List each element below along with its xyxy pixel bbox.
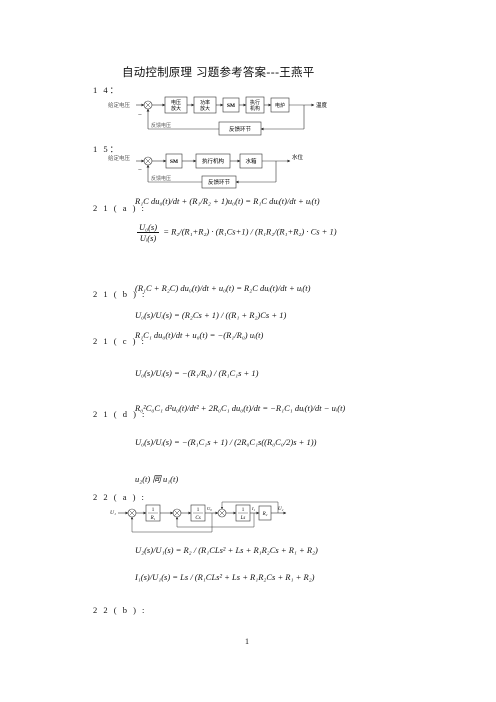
question-label-21c: 2 1 ( c ) :: [93, 336, 146, 346]
svg-text:1: 1: [197, 508, 200, 513]
svg-text:电炉: 电炉: [275, 102, 285, 109]
svg-text:电压: 电压: [171, 99, 181, 106]
svg-text:执行机构: 执行机构: [202, 157, 225, 165]
svg-text:Ls: Ls: [240, 516, 246, 521]
svg-text:Cs: Cs: [195, 516, 200, 521]
svg-text:SM: SM: [227, 103, 236, 109]
svg-text:放大: 放大: [200, 105, 210, 112]
svg-text:放大: 放大: [171, 105, 181, 112]
equation-21b-2: U₀(s)/Uᵢ(s) = (R₂Cs + 1) / ((R₁ + R₂)Cs …: [135, 310, 287, 320]
equation-21a-2: U₀(s)Uᵢ(s) = R₂/(R₁+R₂) · (R₁Cs+1) / (R₁…: [137, 222, 337, 243]
equation-21c-1: R₁C₁ du₀(t)/dt + u₀(t) = −(R₁/R₀) uᵢ(t): [135, 330, 264, 340]
svg-text:U₁: U₁: [110, 510, 116, 516]
svg-text:执行: 执行: [250, 99, 260, 106]
svg-text:U₀: U₀: [207, 506, 212, 511]
svg-text:反馈环节: 反馈环节: [229, 125, 252, 133]
svg-text:反馈环节: 反馈环节: [208, 178, 231, 186]
svg-text:功率: 功率: [200, 99, 210, 106]
feedback-label: 反馈电压: [151, 122, 171, 129]
equation-21a-1: R₁C du₀(t)/dt + (R₁/R₂ + 1)u₀(t) = R₁C d…: [135, 196, 320, 206]
question-label-21d: 2 1 ( d ) :: [93, 409, 147, 419]
minus-sign: −: [138, 111, 142, 119]
svg-text:1: 1: [242, 508, 245, 513]
svg-text:U₂: U₂: [278, 507, 284, 512]
svg-text:1: 1: [152, 508, 155, 513]
block-diagram-15: 给定电压 SM 执行机构 水箱 水位 反馈环节 反馈电压 −: [108, 153, 304, 189]
svg-text:I₁: I₁: [251, 506, 255, 511]
equation-22a-2: I₁(s)/U₁(s) = Ls / (R₁CLs² + Ls + R₁R₂Cs…: [135, 572, 315, 582]
question-label-22b: 2 2 ( b ) :: [93, 605, 147, 615]
output-label: 温度: [316, 101, 328, 109]
svg-text:R₁: R₁: [150, 516, 156, 521]
svg-text:R₂: R₂: [262, 512, 268, 517]
question-label-22a: 2 2 ( a ) :: [93, 492, 146, 502]
question-label-21b: 2 1 ( b ) :: [93, 289, 147, 299]
equation-21b-1: (R₁C + R₂C) du₀(t)/dt + u₀(t) = R₂C duᵢ(…: [135, 283, 311, 293]
svg-text:SM: SM: [170, 159, 179, 165]
block-diagram-14: 给定电压 电压 放大 功率 放大 SM 执行 机构 电炉 温度 反馈环节 反馈电…: [108, 96, 328, 136]
equation-21d-1: R₀²C₀C₁ d²u₀(t)/dt² + 2R₀C₁ du₀(t)/dt = …: [135, 403, 346, 413]
input-label: 给定电压: [108, 101, 131, 109]
question-label-14: 1 4：: [93, 85, 121, 95]
question-label-15: 1 5：: [93, 144, 121, 154]
svg-text:给定电压: 给定电压: [108, 154, 131, 162]
equation-21d-3: u₂(t) 同 u₁(t): [135, 474, 179, 484]
page-title: 自动控制原理 习题参考答案---王燕平: [122, 65, 315, 79]
equation-21d-2: U₀(s)/Uᵢ(s) = −(R₁C₁s + 1) / (2R₀C₁s((R₀…: [135, 437, 317, 447]
page-number: 1: [245, 637, 249, 646]
equation-22a-1: U₂(s)/U₁(s) = R₂ / (R₁CLs² + Ls + R₁R₂Cs…: [135, 545, 318, 555]
feedback-block: [218, 121, 262, 136]
svg-text:水箱: 水箱: [245, 157, 257, 165]
equation-21c-2: U₀(s)/Uᵢ(s) = −(R₁/R₀) / (R₁C₁s + 1): [135, 368, 259, 378]
svg-text:反馈电压: 反馈电压: [151, 175, 171, 182]
block-diagram-22a: U₁ 1 R₁ 1 Cs U₀ 1 Ls I₁ R₂ U₂: [110, 501, 287, 533]
svg-text:机构: 机构: [250, 105, 260, 112]
svg-text:水位: 水位: [292, 153, 304, 161]
question-label-21a: 2 1 ( a ) :: [93, 203, 146, 213]
svg-text:−: −: [138, 166, 142, 174]
